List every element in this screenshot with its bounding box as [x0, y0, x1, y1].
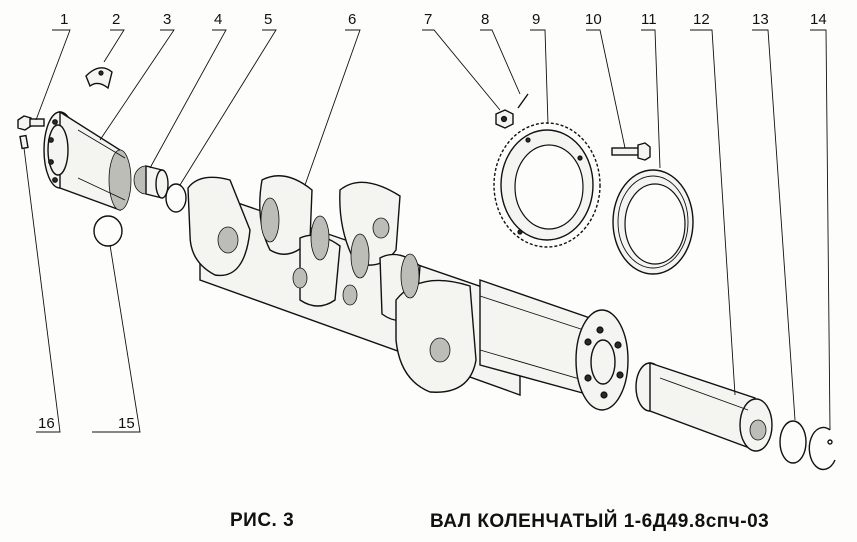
- seal-ring-11: [612, 169, 694, 275]
- figure-label: РИС. 3: [230, 510, 295, 531]
- flange-hub-3: [43, 110, 132, 212]
- callout-2: 2: [112, 11, 120, 28]
- bushing-4: [133, 165, 169, 199]
- callout-12: 12: [693, 11, 710, 28]
- gear-ring-9: [493, 122, 601, 248]
- o-ring-13: [779, 420, 807, 464]
- callout-8: 8: [481, 11, 489, 28]
- callout-7: 7: [424, 11, 432, 28]
- rear-shaft-12: [635, 362, 773, 452]
- callout-10: 10: [585, 11, 602, 28]
- callout-1: 1: [60, 11, 68, 28]
- leader-lines: [23, 29, 831, 433]
- callout-14: 14: [810, 11, 827, 28]
- callout-5: 5: [264, 11, 272, 28]
- snap-ring-5: [165, 183, 187, 213]
- key-segment-2: [85, 67, 113, 90]
- snap-ring-14: [808, 426, 836, 471]
- callout-4: 4: [214, 11, 222, 28]
- callout-11: 11: [641, 11, 657, 28]
- figure-title: ВАЛ КОЛЕНЧАТЫЙ 1-6Д49.8спч-03: [430, 511, 770, 532]
- pin-8: [517, 93, 529, 109]
- callout-13: 13: [752, 11, 769, 28]
- callout-9: 9: [532, 11, 540, 28]
- callout-3: 3: [163, 11, 171, 28]
- callout-6: 6: [348, 11, 356, 28]
- o-ring-15: [93, 215, 123, 247]
- pin-16: [19, 134, 29, 150]
- bolt-1: [17, 115, 45, 131]
- nut-7: [495, 109, 514, 129]
- crankshaft-6: [187, 175, 629, 411]
- callout-16: 16: [38, 415, 55, 432]
- bolt-10: [611, 142, 651, 161]
- callout-15: 15: [118, 415, 135, 432]
